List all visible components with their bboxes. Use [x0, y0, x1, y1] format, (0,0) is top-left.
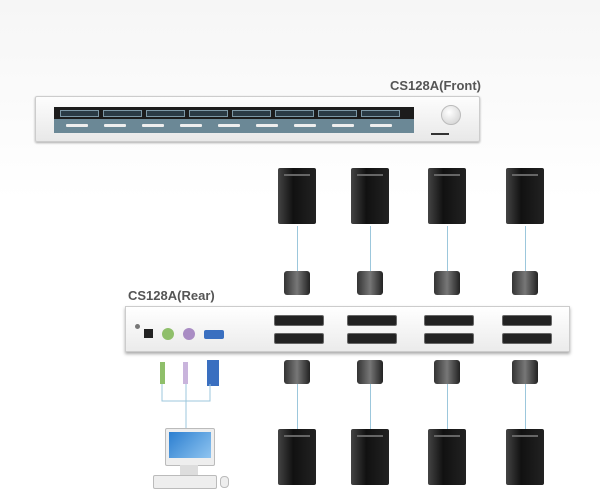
- cable-line: [370, 384, 371, 429]
- vga-port-icon: [204, 330, 224, 339]
- cable-line: [297, 384, 298, 429]
- port-led: [146, 110, 185, 117]
- vga-cable-icon: [207, 360, 219, 386]
- db25-port-top: [347, 315, 397, 326]
- port-button: [66, 124, 88, 127]
- monitor-icon: [165, 428, 215, 466]
- cable-line: [297, 226, 298, 271]
- db-connector-icon: [357, 271, 383, 295]
- cable-line: [370, 226, 371, 271]
- port-button: [256, 124, 278, 127]
- db-connector-icon: [357, 360, 383, 384]
- cable-lines: [161, 384, 211, 429]
- db25-port-bottom: [274, 333, 324, 344]
- port-button: [370, 124, 392, 127]
- port-led: [275, 110, 314, 117]
- db-connector-icon: [434, 271, 460, 295]
- db-connector-icon: [512, 360, 538, 384]
- db-connector-icon: [284, 271, 310, 295]
- port-led: [232, 110, 271, 117]
- front-slot: [431, 133, 449, 135]
- cable-line: [447, 226, 448, 271]
- rear-label: CS128A(Rear): [128, 288, 215, 303]
- computer-tower-icon: [428, 168, 466, 224]
- mouse-icon: [220, 476, 229, 488]
- port-led-row: [54, 107, 414, 119]
- front-label: CS128A(Front): [390, 78, 482, 93]
- port-button: [332, 124, 354, 127]
- cable-line: [525, 384, 526, 429]
- keyboard-icon: [153, 475, 217, 489]
- ps2-keyboard-port-icon: [162, 328, 174, 340]
- db25-port-bottom: [424, 333, 474, 344]
- power-button: [441, 105, 461, 125]
- computer-tower-icon: [506, 429, 544, 485]
- port-led: [103, 110, 142, 117]
- port-button: [142, 124, 164, 127]
- port-button: [104, 124, 126, 127]
- db25-port-top: [424, 315, 474, 326]
- port-panel: [54, 107, 414, 133]
- computer-tower-icon: [506, 168, 544, 224]
- port-button: [294, 124, 316, 127]
- kvm-rear-panel: [125, 306, 570, 352]
- ps2-mouse-port-icon: [183, 328, 195, 340]
- computer-tower-icon: [278, 168, 316, 224]
- port-button: [218, 124, 240, 127]
- db25-port-top: [274, 315, 324, 326]
- mouse-cable-icon: [183, 362, 188, 384]
- power-jack-icon: [144, 329, 153, 338]
- port-led: [60, 110, 99, 117]
- db25-port-bottom: [347, 333, 397, 344]
- keyboard-cable-icon: [160, 362, 165, 384]
- computer-tower-icon: [278, 429, 316, 485]
- db-connector-icon: [284, 360, 310, 384]
- cable-line: [525, 226, 526, 271]
- monitor-stand: [180, 465, 198, 475]
- port-button: [180, 124, 202, 127]
- db25-port-top: [502, 315, 552, 326]
- port-led: [361, 110, 400, 117]
- screw-icon: [135, 324, 140, 329]
- port-led: [189, 110, 228, 117]
- cable-line: [447, 384, 448, 429]
- db-connector-icon: [434, 360, 460, 384]
- port-led: [318, 110, 357, 117]
- computer-tower-icon: [428, 429, 466, 485]
- kvm-front-panel: [35, 96, 480, 142]
- db25-port-bottom: [502, 333, 552, 344]
- computer-tower-icon: [351, 168, 389, 224]
- db-connector-icon: [512, 271, 538, 295]
- computer-tower-icon: [351, 429, 389, 485]
